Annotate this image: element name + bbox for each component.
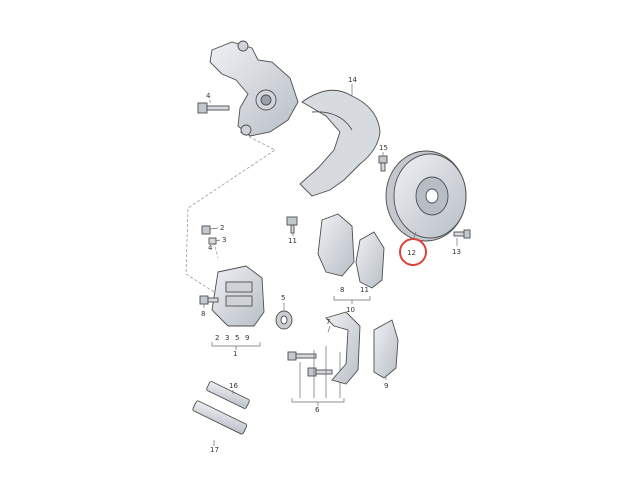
callout-10: 10	[346, 306, 355, 314]
bolt-4-top	[197, 102, 230, 114]
guide-bolt-6-lower	[307, 367, 333, 377]
brake-caliper	[211, 265, 265, 327]
callout-15: 15	[379, 144, 388, 152]
callout-11-sensor: 11	[288, 237, 297, 245]
callout-16: 16	[229, 382, 238, 390]
callout-4-mid: 4	[208, 244, 213, 252]
callout-4-top: 4	[206, 92, 211, 100]
assembly-path-knuckle	[185, 131, 276, 293]
wear-sensor-11	[286, 216, 298, 234]
splash-shield	[299, 89, 381, 197]
bolt-15	[378, 155, 388, 172]
bleed-screw-2	[201, 225, 211, 235]
callout-1: 1	[233, 350, 237, 358]
callout-13: 13	[452, 248, 461, 256]
caliper-carrier-7	[325, 311, 361, 385]
guide-bolt-6-upper	[287, 351, 317, 361]
callout-14: 14	[348, 76, 357, 84]
callout-8-pad: 8	[340, 286, 344, 294]
callout-group-3: 3	[225, 334, 229, 342]
seal-5	[275, 310, 293, 330]
grease-tube-16	[206, 381, 250, 409]
callout-group-2: 2	[215, 334, 219, 342]
grease-tube-17	[192, 400, 248, 435]
callout-3: 3	[222, 236, 226, 244]
assembly-path-caliper	[213, 241, 219, 259]
callout-5: 5	[281, 294, 285, 302]
callout-9: 9	[384, 382, 388, 390]
callout-6: 6	[315, 406, 320, 414]
brake-pad-inner	[317, 213, 355, 277]
highlight-ring-12	[399, 238, 427, 266]
bolt-13	[453, 229, 471, 239]
brake-pad-outer	[355, 231, 385, 289]
callout-17: 17	[210, 446, 219, 454]
callout-8-left: 8	[201, 310, 205, 318]
anti-rattle-plate-9	[373, 319, 399, 379]
callout-2: 2	[220, 224, 224, 232]
callout-11-pad: 11	[360, 286, 369, 294]
callout-group-5: 5	[235, 334, 239, 342]
callout-7: 7	[326, 318, 330, 326]
callout-group-9: 9	[245, 334, 249, 342]
brake-disc	[385, 150, 467, 242]
callout-12: 12	[407, 249, 416, 257]
steering-knuckle	[209, 40, 299, 137]
